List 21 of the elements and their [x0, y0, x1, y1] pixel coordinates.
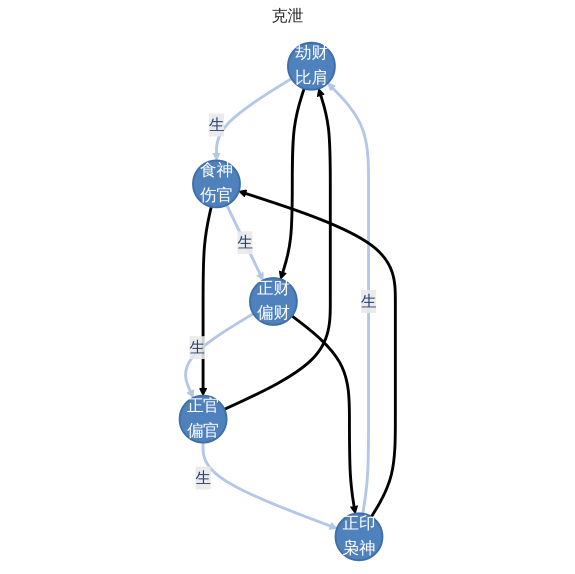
node-circle: 劫财 比肩: [287, 42, 336, 91]
edge-label: 生: [360, 292, 376, 310]
arrow: [225, 204, 264, 281]
arrow: [202, 442, 338, 530]
node-circle: 正印 枭神: [334, 512, 384, 562]
edge-label: 生: [237, 233, 253, 252]
arrow: [327, 82, 370, 514]
arrow: [212, 77, 292, 161]
node-circle: 食神 伤官: [192, 159, 241, 208]
node-circle: 正官 偏官: [178, 394, 228, 444]
edge-label: 生: [190, 338, 205, 356]
arrow: [184, 312, 254, 398]
node-circle: 正财 偏财: [249, 277, 298, 326]
center-label: 克泄: [272, 6, 304, 25]
edge-label: 生: [195, 468, 211, 487]
arrow: [198, 206, 213, 396]
arrow: [238, 190, 397, 518]
arrow: [291, 314, 358, 514]
arrow: [224, 88, 332, 411]
edge-label: 生: [208, 115, 224, 134]
arrow: [278, 88, 306, 280]
